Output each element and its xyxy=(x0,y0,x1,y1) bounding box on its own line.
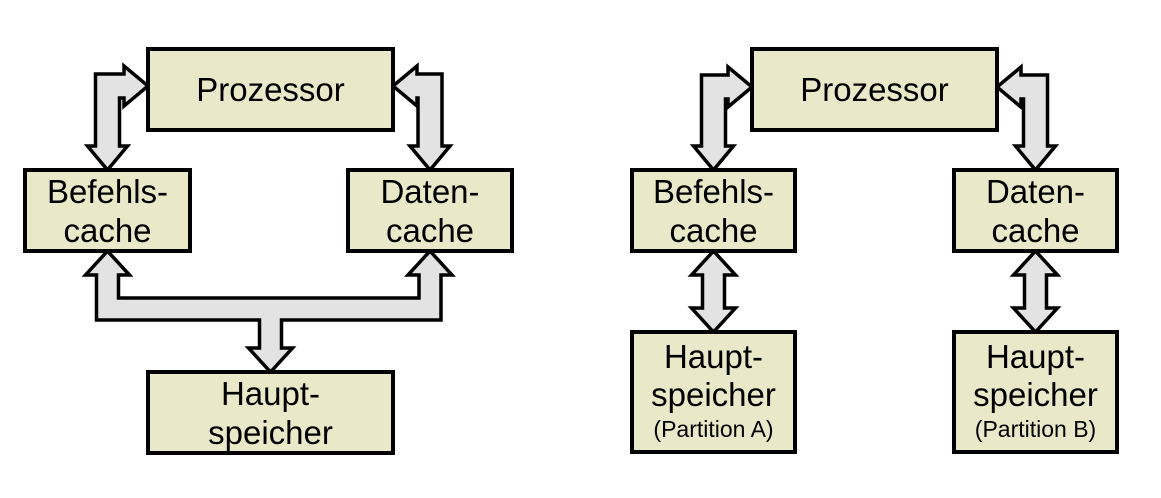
processor-box: Prozessor xyxy=(750,47,999,132)
right-diagram: Prozessor Befehls- cache Daten- cache Ha… xyxy=(630,47,1119,454)
memory-a-label-line2: speicher xyxy=(651,376,776,413)
memory-b-label-line2: speicher xyxy=(973,376,1098,413)
double-arrow-processor-instruction-cache xyxy=(83,62,151,173)
main-memory-box: Haupt- speicher xyxy=(146,370,395,455)
left-diagram: Prozessor Befehls- cache Daten- cache Ha… xyxy=(23,47,514,455)
main-memory-partition-a-box: Haupt- speicher (Partition A) xyxy=(630,330,797,454)
processor-box: Prozessor xyxy=(146,47,395,132)
forked-arrow-caches-main-memory xyxy=(81,248,456,375)
double-arrow-processor-instruction-cache xyxy=(689,63,755,173)
instruction-cache-box: Befehls- cache xyxy=(630,168,797,253)
double-arrow-data-cache-memory-b xyxy=(1009,248,1062,335)
data-cache-label-line2: cache xyxy=(991,212,1079,249)
main-memory-label-line1: Haupt- xyxy=(221,375,320,412)
memory-b-partition-label: (Partition B) xyxy=(975,416,1096,442)
memory-a-partition-label: (Partition A) xyxy=(653,416,773,442)
processor-label: Prozessor xyxy=(800,71,949,108)
processor-label: Prozessor xyxy=(196,71,345,108)
instruction-cache-label-line1: Befehls- xyxy=(653,173,774,210)
main-memory-label-line2: speicher xyxy=(208,414,333,451)
memory-a-label-line1: Haupt- xyxy=(664,338,763,375)
instruction-cache-label-line2: cache xyxy=(669,212,757,249)
double-arrow-processor-data-cache xyxy=(390,62,454,173)
data-cache-label-line1: Daten- xyxy=(380,173,479,210)
memory-b-label-line1: Haupt- xyxy=(986,338,1085,375)
double-arrow-instruction-cache-memory-a xyxy=(687,248,740,335)
main-memory-partition-b-box: Haupt- speicher (Partition B) xyxy=(952,330,1119,454)
data-cache-label-line2: cache xyxy=(386,212,474,249)
data-cache-box: Daten- cache xyxy=(346,168,514,253)
instruction-cache-label-line1: Befehls- xyxy=(47,173,168,210)
instruction-cache-box: Befehls- cache xyxy=(23,168,192,253)
double-arrow-processor-data-cache xyxy=(994,63,1060,173)
instruction-cache-label-line2: cache xyxy=(63,212,151,249)
data-cache-label-line1: Daten- xyxy=(986,173,1085,210)
data-cache-box: Daten- cache xyxy=(952,168,1119,253)
